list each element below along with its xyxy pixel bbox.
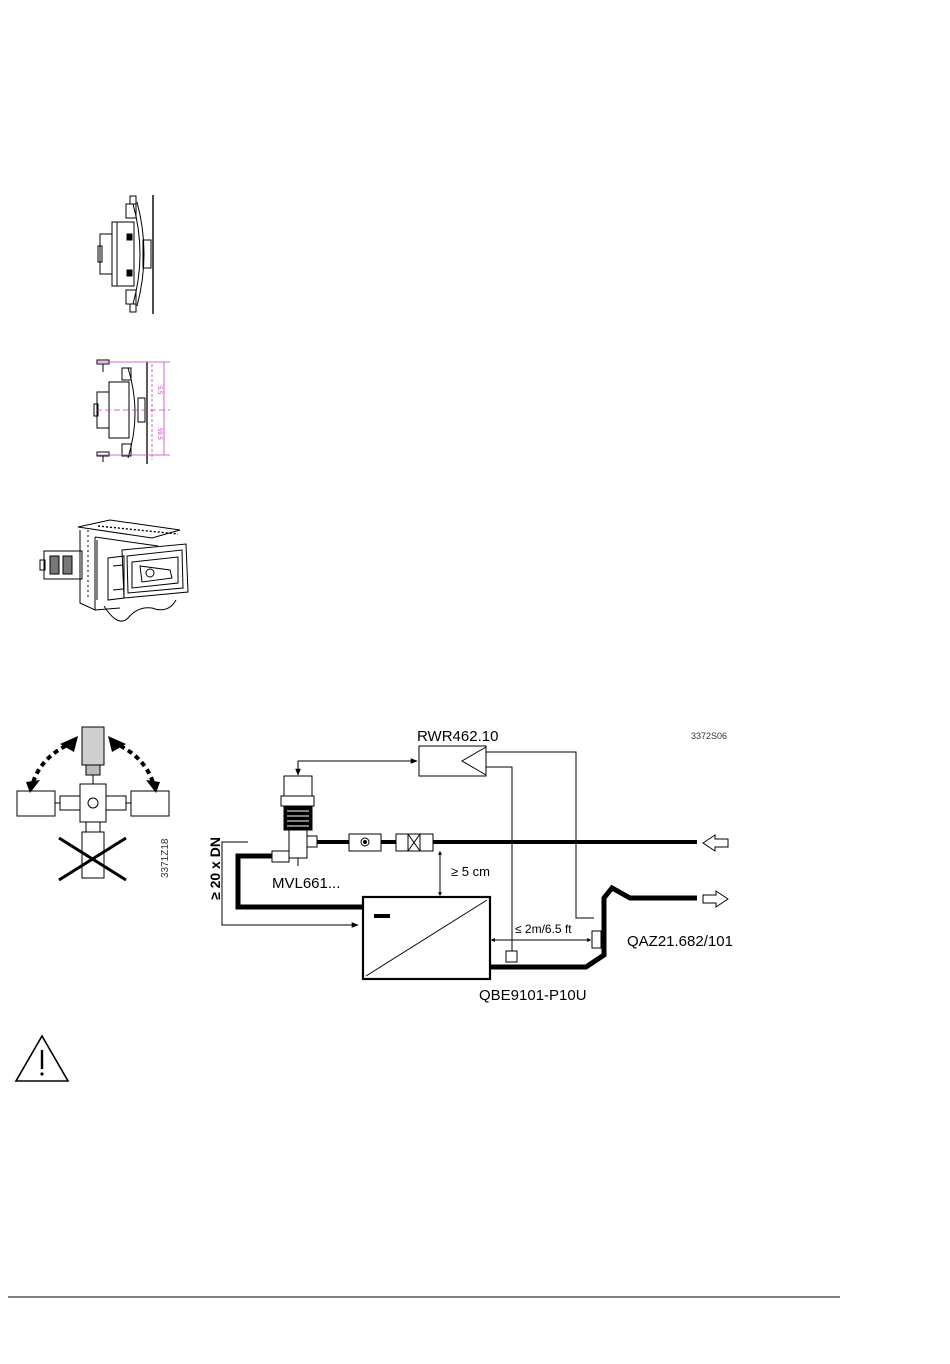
dimension-lines: [96, 362, 170, 460]
diagram-figure-id: 3372S06: [691, 731, 727, 741]
warning-icon: [16, 1036, 68, 1081]
flow-sensor: [592, 931, 601, 948]
valve-label: MVL661...: [272, 875, 340, 892]
rotate-left-arrow: [32, 742, 74, 786]
device-perspective-view: [40, 520, 188, 621]
supply-arrow-icon: [703, 835, 728, 851]
heat-exchanger-box: [363, 897, 490, 979]
orientation-figure-id: 3371Z18: [160, 838, 171, 878]
orientation-figure: [17, 727, 169, 878]
dimension-bottom-label: 59.5: [156, 428, 162, 440]
flow-sensor-label: QAZ21.682/101: [627, 933, 733, 950]
device-side-view-2: [94, 360, 147, 464]
dimension-top-label: 5.5: [156, 386, 162, 395]
device-side-view-1: [98, 195, 153, 314]
sensor-distance-label: ≤ 2m/6.5 ft: [515, 922, 572, 936]
pressure-sensor: [506, 951, 517, 962]
valve-mvl661: [272, 776, 317, 866]
pressure-sensor-label: QBE9101-P10U: [479, 987, 587, 1004]
pin-row: [98, 526, 178, 534]
controller-box: [419, 746, 486, 776]
return-arrow-icon: [703, 891, 728, 907]
rotate-right-arrow: [112, 742, 154, 786]
crossed-out-orientation-icon: [59, 838, 126, 880]
controller-label: RWR462.10: [417, 728, 498, 745]
straight-run-label: ≥ 20 x DN: [207, 837, 223, 900]
clearance-label: ≥ 5 cm: [451, 864, 490, 879]
